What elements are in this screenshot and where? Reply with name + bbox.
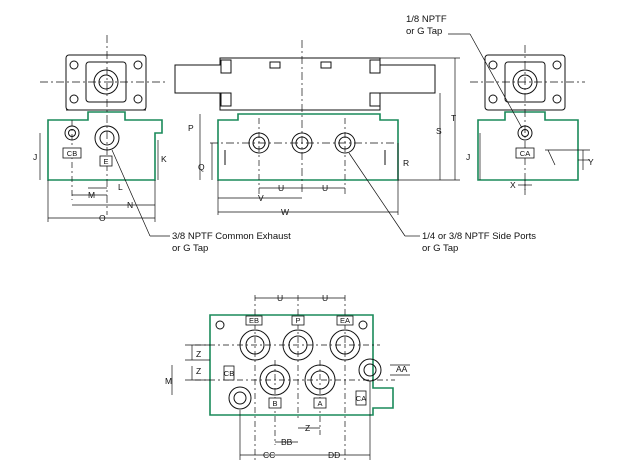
dim-label-v: V xyxy=(258,193,264,203)
dim-label-dd: DD xyxy=(328,450,340,460)
dim-label-u-bottom-1: U xyxy=(277,293,283,303)
front-view xyxy=(174,40,436,195)
dim-label-o: O xyxy=(99,213,106,223)
right-end-dimensions xyxy=(479,133,590,190)
dim-label-s: S xyxy=(436,126,442,136)
front-dimensions xyxy=(199,57,460,215)
dim-label-aa: AA xyxy=(396,364,408,374)
port-label-e: E xyxy=(103,157,108,166)
callout-leaders xyxy=(111,33,523,237)
dim-label-u-front-1: U xyxy=(278,183,284,193)
dim-label-u-front-2: U xyxy=(322,183,328,193)
note-exhaust-line2: or G Tap xyxy=(172,243,208,254)
dim-label-x: X xyxy=(510,180,516,190)
dim-label-w: W xyxy=(281,207,289,217)
dim-label-bb: BB xyxy=(281,437,293,447)
note-side-ports-line2: or G Tap xyxy=(422,243,458,254)
port-label-ca-bottom: CA xyxy=(356,394,366,403)
dim-label-j-left: J xyxy=(33,152,37,162)
port-label-cb-bottom: CB xyxy=(224,369,234,378)
dim-label-t: T xyxy=(451,113,456,123)
dim-label-l: L xyxy=(118,182,123,192)
port-label-a: A xyxy=(317,399,322,408)
dim-label-z-2: Z xyxy=(196,366,201,376)
port-label-p: P xyxy=(295,316,300,325)
port-label-ea: EA xyxy=(340,316,350,325)
left-end-port-labels: CB E xyxy=(62,147,113,167)
note-exhaust-line1: 3/8 NPTF Common Exhaust xyxy=(172,231,291,242)
note-side-ports-line1: 1/4 or 3/8 NPTF Side Ports xyxy=(422,231,536,242)
port-label-eb: EB xyxy=(249,316,259,325)
port-label-ca: CA xyxy=(520,149,530,158)
dim-label-q: Q xyxy=(198,162,205,172)
dim-label-m-bottom: M xyxy=(165,376,172,386)
dim-label-j-right: J xyxy=(466,152,470,162)
left-end-view xyxy=(40,35,165,215)
dim-label-z-1: Z xyxy=(196,349,201,359)
dim-label-u-bottom-2: U xyxy=(322,293,328,303)
note-top-right-line1: 1/8 NPTF xyxy=(406,14,447,25)
note-top-right-line2: or G Tap xyxy=(406,26,442,37)
dim-label-r: R xyxy=(403,158,409,168)
bottom-dimensions xyxy=(171,297,410,460)
left-end-dimensions xyxy=(39,133,159,222)
dim-label-y: Y xyxy=(588,157,594,167)
right-end-view xyxy=(470,45,585,195)
port-label-cb: CB xyxy=(67,149,77,158)
dim-label-cc: CC xyxy=(263,450,275,460)
dim-label-n: N xyxy=(127,200,133,210)
port-label-b: B xyxy=(272,399,277,408)
dim-label-z-3: Z xyxy=(305,423,310,433)
dim-label-m-left: M xyxy=(88,190,95,200)
bottom-port-labels: EB P EA B A CB CA xyxy=(223,315,367,409)
dim-label-p-front: P xyxy=(188,123,194,133)
dim-label-k: K xyxy=(161,154,167,164)
